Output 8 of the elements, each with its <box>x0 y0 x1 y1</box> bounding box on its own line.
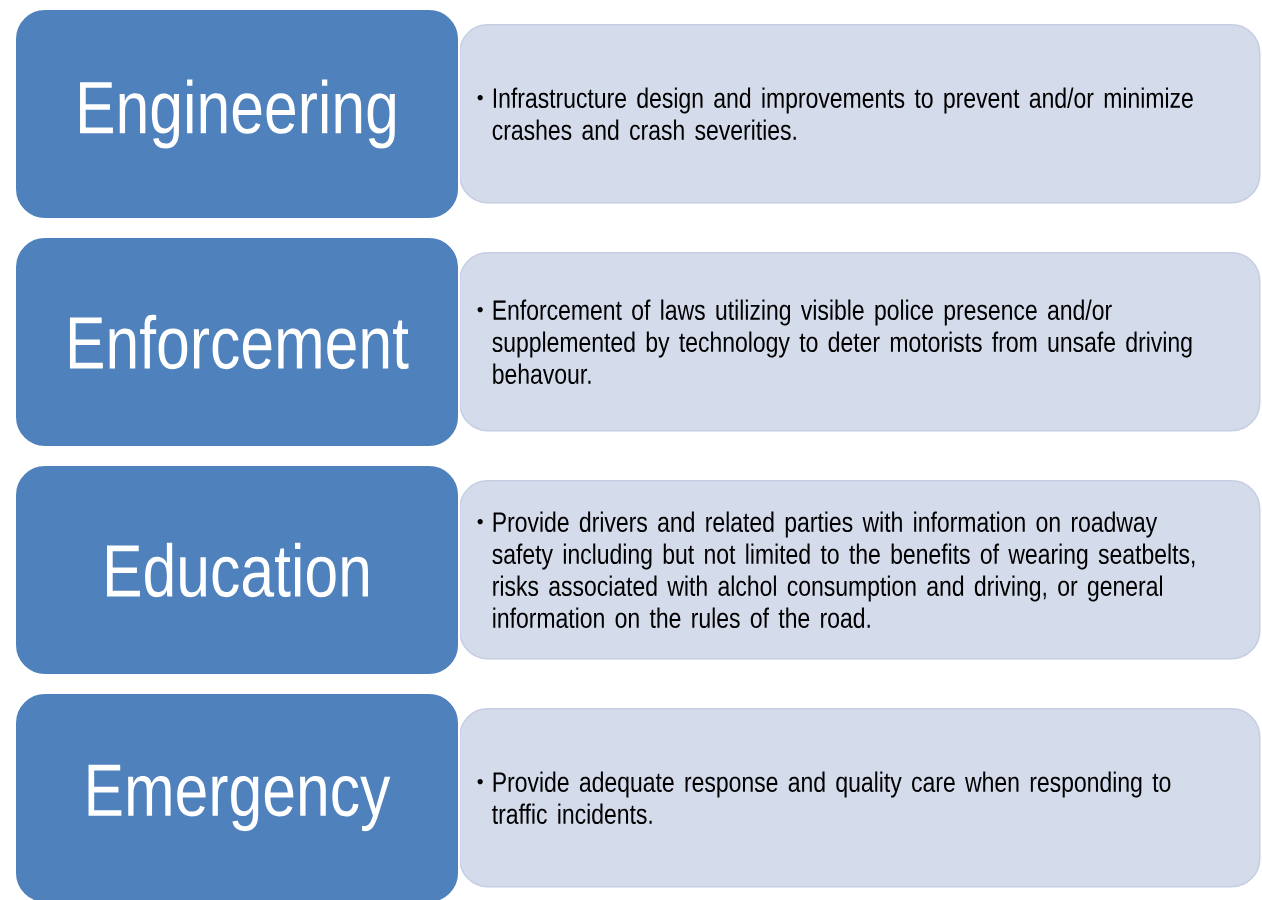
heading-box: Education <box>14 464 460 676</box>
heading-box: Emergency <box>14 692 460 900</box>
heading-box: Engineering <box>14 8 460 220</box>
description-box: Provide adequate response and quality care when responding to traffic incidents. <box>459 708 1261 888</box>
description-box: Infrastructure design and improvements to prevent and/or minimize crashes and crash severities. <box>459 24 1261 204</box>
description-box: Enforcement of laws utilizing visible police presence and/or supplemented by technology to deter motorists from unsafe driving behavour. <box>459 252 1261 432</box>
heading-box: Enforcement <box>14 236 460 448</box>
description-box: Provide drivers and related parties with information on roadway safety including but not limited to the benefits of wearing seatbelts, risks associated with alchol consumption and driving, or general information on the rules of the road. <box>459 480 1261 660</box>
